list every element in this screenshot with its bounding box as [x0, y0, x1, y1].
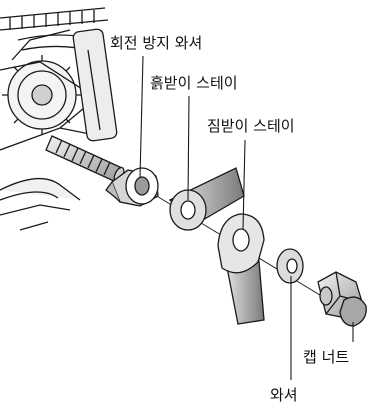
- sprocket-icon: [2, 55, 82, 135]
- washer-part: [276, 248, 304, 284]
- leader-lines: [139, 55, 354, 380]
- leader-carrier-stay: [242, 139, 246, 231]
- label-cap-nut: 캡 너트: [303, 348, 349, 366]
- label-washer: 와셔: [270, 386, 298, 404]
- carrier-stay-part: [217, 213, 265, 325]
- bicycle-frame-drawing: [0, 7, 118, 231]
- label-carrier-stay: 짐받이 스테이: [207, 117, 295, 135]
- threaded-axle: [45, 135, 125, 184]
- label-mudguard-stay: 흙받이 스테이: [150, 74, 238, 92]
- anti-rotation-washer-part: [105, 167, 159, 207]
- leader-anti-rotation-washer: [139, 55, 144, 179]
- label-anti-rotation-washer: 회전 방지 와셔: [110, 34, 202, 52]
- cap-nut-part: [317, 271, 367, 327]
- leader-mudguard-stay: [187, 95, 190, 201]
